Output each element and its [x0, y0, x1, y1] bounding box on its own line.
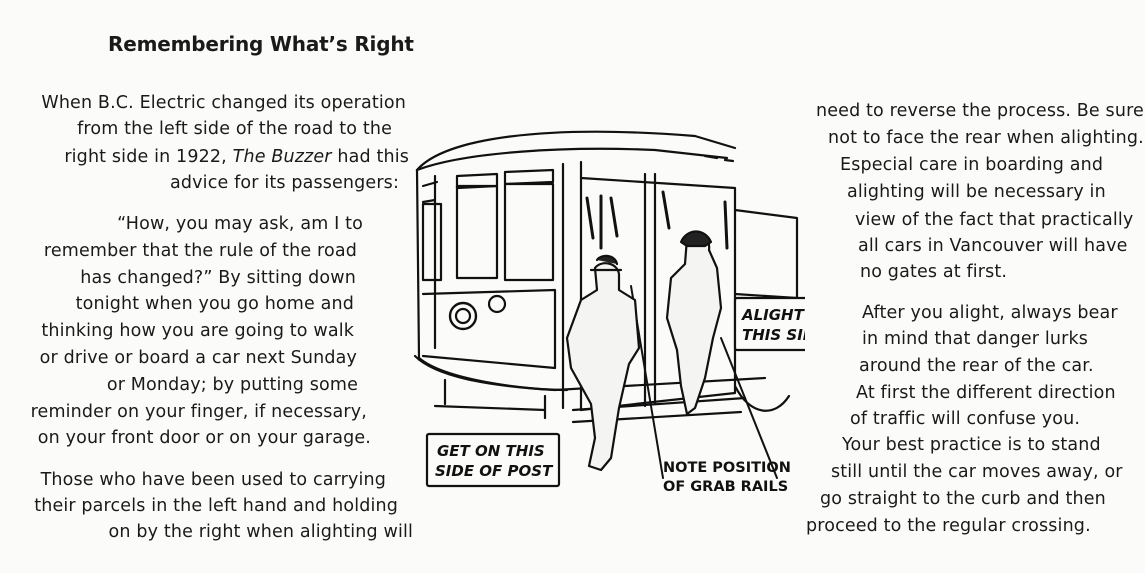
- alight-sign-line1: ALIGHT ON: [741, 306, 805, 324]
- text-line: from the left side of the road to the: [77, 119, 392, 139]
- grab-rails-note: NOTE POSITION OF GRAB RAILS: [663, 460, 791, 495]
- text-line: need to reverse the process. Be sure: [816, 101, 1144, 121]
- streetcar-illustration: ALIGHT ON THIS SIDE GET ON THIS SIDE OF …: [413, 130, 805, 495]
- text-span: right side in 1922,: [64, 147, 233, 167]
- text-line: or Monday; by putting some: [106, 375, 358, 395]
- text-line: advice for its passengers:: [170, 173, 399, 193]
- text-line: not to face the rear when alighting.: [828, 128, 1144, 148]
- geton-sign: GET ON THIS SIDE OF POST: [425, 432, 561, 488]
- publication-name: The Buzzer: [232, 147, 332, 167]
- text-line: At first the different direction: [856, 383, 1116, 403]
- text-line: proceed to the regular crossing.: [806, 516, 1091, 536]
- note-line2: OF GRAB RAILS: [663, 479, 788, 495]
- text-line: right side in 1922, The Buzzer had this: [64, 146, 409, 168]
- text-line: Your best practice is to stand: [842, 435, 1101, 455]
- text-line: tonight when you go home and: [75, 294, 354, 314]
- text-line: Especial care in boarding and: [840, 155, 1104, 175]
- text-line: their parcels in the left hand and holdi…: [34, 496, 398, 516]
- text-line: on by the right when alighting will: [108, 522, 413, 542]
- text-line: After you alight, always bear: [862, 303, 1118, 323]
- text-line: reminder on your finger, if necessary,: [30, 402, 367, 422]
- text-line: in mind that danger lurks: [862, 329, 1088, 349]
- text-line: When B.C. Electric changed its operation: [41, 93, 406, 113]
- alighting-woman: [665, 233, 723, 416]
- alight-sign: ALIGHT ON THIS SIDE: [733, 296, 805, 352]
- boarding-man: [565, 262, 641, 472]
- text-line: of traffic will confuse you.: [850, 409, 1081, 429]
- streetcar-roof: [415, 130, 737, 172]
- text-line: thinking how you are going to walk: [41, 321, 354, 341]
- text-line: Those who have been used to carrying: [40, 470, 386, 490]
- text-line: still until the car moves away, or: [831, 462, 1123, 482]
- text-line: all cars in Vancouver will have: [858, 236, 1128, 256]
- text-line: view of the fact that practically: [855, 210, 1134, 230]
- article-title: Remembering What’s Right: [108, 32, 414, 56]
- text-line: alighting will be necessary in: [847, 182, 1106, 202]
- alight-sign-line2: THIS SIDE: [742, 326, 805, 344]
- text-line: or drive or board a car next Sunday: [39, 348, 357, 368]
- text-line: around the rear of the car.: [859, 356, 1094, 376]
- text-line: has changed?” By sitting down: [80, 268, 356, 288]
- geton-sign-line2: SIDE OF POST: [435, 462, 554, 480]
- text-line: go straight to the curb and then: [820, 489, 1106, 509]
- text-line: “How, you may ask, am I to: [117, 214, 363, 234]
- text-span: had this: [331, 147, 409, 167]
- note-line1: NOTE POSITION: [663, 460, 791, 476]
- text-line: remember that the rule of the road: [43, 241, 357, 261]
- text-line: no gates at first.: [860, 262, 1008, 282]
- text-line: on your front door or on your garage.: [37, 428, 371, 448]
- geton-sign-line1: GET ON THIS: [437, 442, 545, 460]
